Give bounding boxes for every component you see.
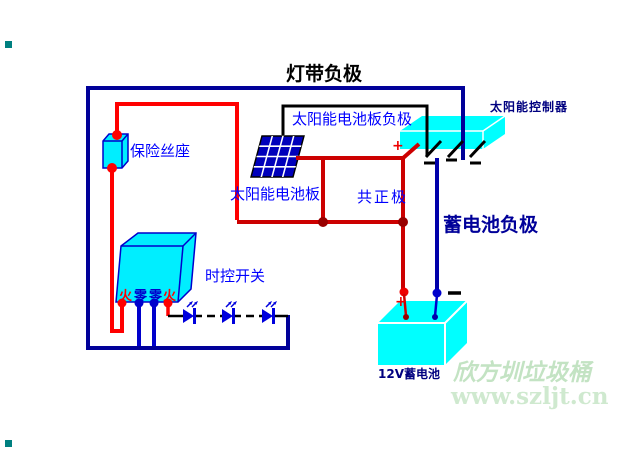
battery-minus-dot <box>432 288 442 298</box>
diagram-title: 灯带负极 <box>286 62 363 85</box>
controller-plus-sign: + <box>392 138 404 154</box>
fuse-holder-label: 保险丝座 <box>130 142 190 160</box>
battery-plus-sign: + <box>395 294 407 310</box>
handle-marker-top <box>5 41 12 48</box>
solar-panel-negative-label: 太阳能电池板负极 <box>292 110 412 128</box>
solar-panel-label: 太阳能电池板 <box>230 185 320 203</box>
timer-switch-box <box>115 232 197 303</box>
switch-neutral-terminal-1 <box>134 298 144 308</box>
fuse-bottom-terminal-dot <box>107 163 117 173</box>
switch-terminal-label-neutral-2: 零 <box>148 289 163 304</box>
led-3 <box>260 299 279 326</box>
switch-terminal-label-neutral-1: 零 <box>133 289 148 304</box>
switch-terminal-label-live-1: 火 <box>119 289 133 304</box>
battery-negative-label: 蓄电池负极 <box>443 213 539 236</box>
watermark-url: www.szljt.cn <box>450 383 609 410</box>
solar-controller-label: 太阳能控制器 <box>490 99 568 114</box>
led-1 <box>181 299 200 326</box>
battery-plus-dot <box>399 287 409 297</box>
switch-terminal-label-live-2: 火 <box>163 289 177 304</box>
fuse-top-terminal-dot <box>112 130 122 140</box>
controller-box <box>400 115 506 149</box>
wire-fuse-to-junction <box>115 102 239 220</box>
controller-terminals <box>424 139 487 165</box>
battery-terminals <box>399 287 461 320</box>
wire-fuse-to-switch <box>110 168 124 333</box>
led-strip-chain <box>168 299 288 326</box>
junction-dot-panel <box>318 217 328 227</box>
junction-dot-battery <box>398 217 408 227</box>
wire-panel-negative <box>281 104 429 156</box>
wire-lamp-negative-loop <box>86 86 465 350</box>
switch-live-terminal-1 <box>117 298 127 308</box>
led-2 <box>220 299 239 326</box>
watermark-text: 欣方圳垃圾桶 <box>453 359 594 386</box>
switch-live-terminal-2 <box>163 298 173 308</box>
timer-switch-label: 时控开关 <box>205 267 265 285</box>
switch-neutral-terminal-2 <box>149 298 159 308</box>
battery-box <box>378 300 468 365</box>
common-positive-label: 共正极 <box>357 188 408 206</box>
solar-panel <box>250 135 305 178</box>
wire-controller-plus-lead <box>400 142 421 161</box>
handle-marker-bottom <box>5 440 12 447</box>
battery-label: 12V蓄电池 <box>378 366 440 381</box>
fuse-box <box>102 133 129 169</box>
